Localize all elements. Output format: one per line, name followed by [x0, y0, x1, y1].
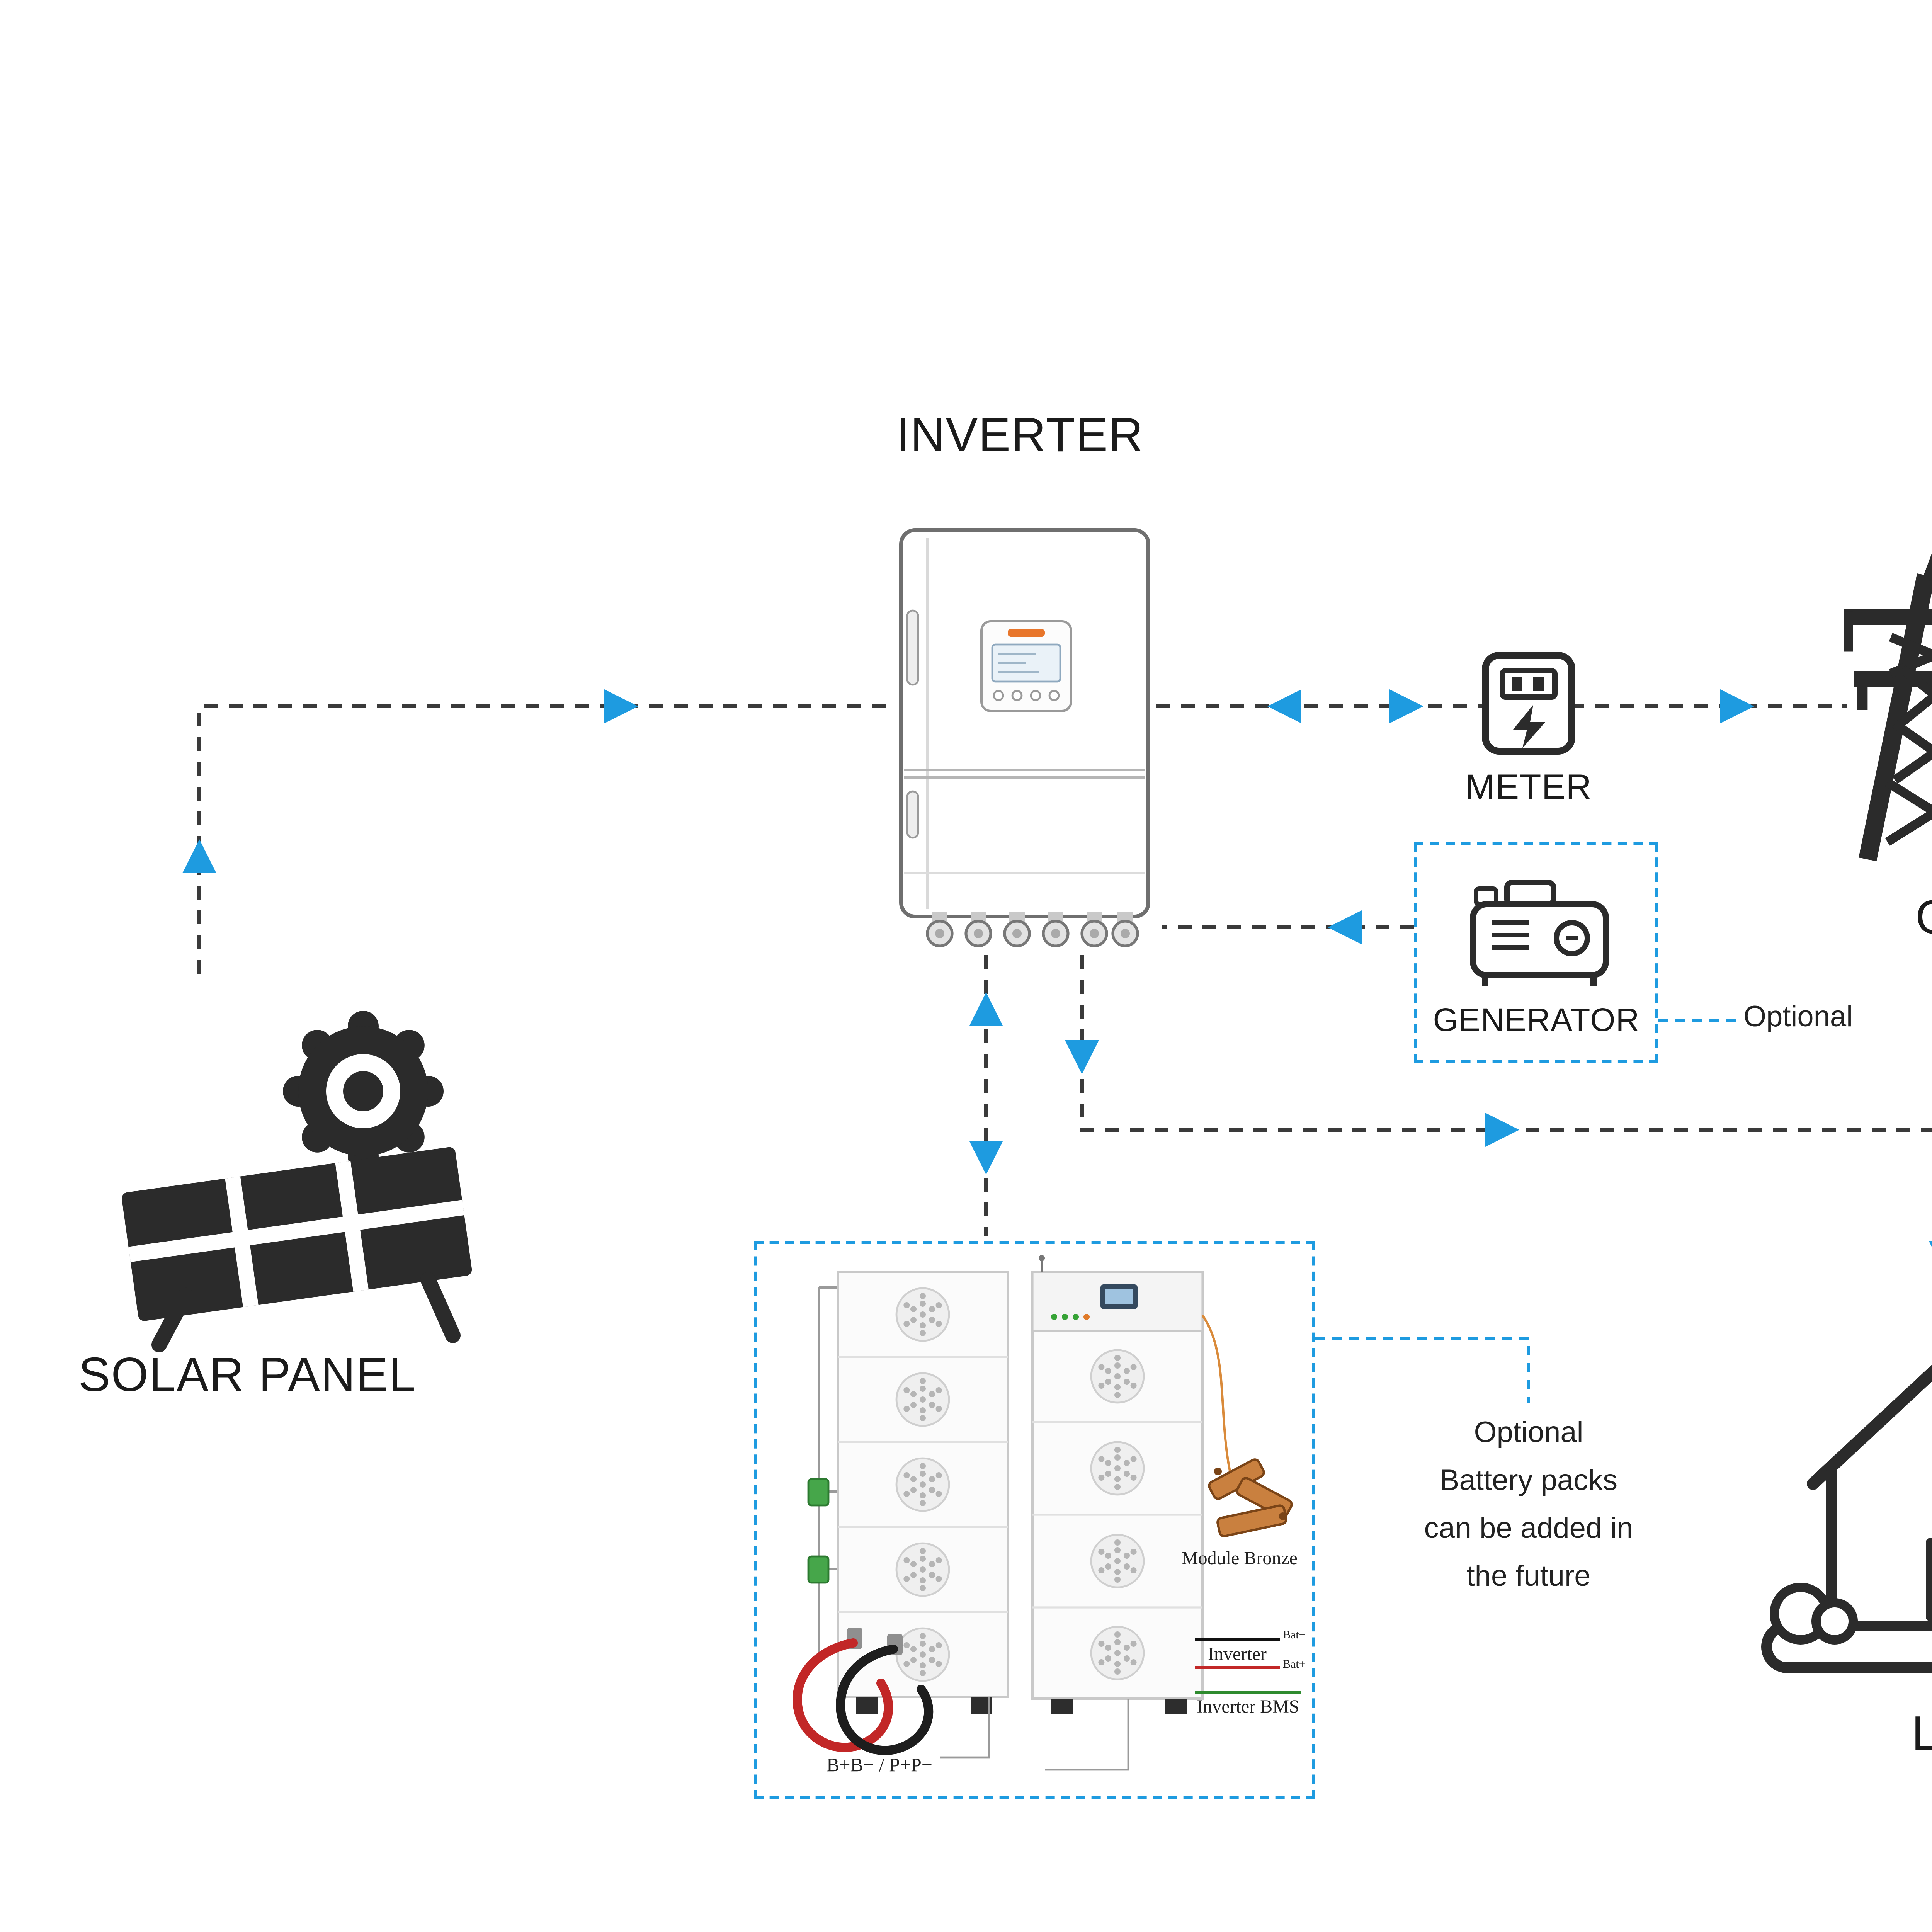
- legend-inverter-label: Inverter: [1208, 1643, 1267, 1665]
- arrowheads: [182, 689, 1932, 1247]
- house-load-icon: [1761, 1364, 1932, 1673]
- inverter-title: INVERTER: [896, 408, 1144, 462]
- inverter-display: [980, 620, 1072, 712]
- legend-bat-plus-label: Bat+: [1283, 1657, 1306, 1671]
- generator-optional-label: Optional: [1743, 1002, 1853, 1034]
- optional-connectors: [1315, 1019, 1737, 1403]
- note-line-2: Battery packs: [1439, 1465, 1618, 1498]
- generator-icon: [1470, 880, 1609, 986]
- generator-label: GENERATOR: [1433, 1003, 1640, 1039]
- cable-label: B+B− / P+P−: [827, 1754, 932, 1776]
- note-line-1: Optional: [1474, 1417, 1583, 1450]
- inverter-device-drawing: [899, 528, 1150, 947]
- sun-gear-icon: [283, 1011, 444, 1172]
- note-line-3: can be added in: [1424, 1513, 1633, 1546]
- battery-optional-box: Module Bronze Inverter Bat− Bat+ Inverte…: [754, 1241, 1315, 1799]
- solar-panel-icon: [122, 1011, 472, 1352]
- meter-label: METER: [1465, 767, 1592, 807]
- note-line-4: the future: [1466, 1561, 1591, 1594]
- legend-bat-minus-label: Bat−: [1283, 1628, 1306, 1641]
- legend-bms-label: Inverter BMS: [1197, 1696, 1299, 1717]
- module-bronze-label: Module Bronze: [1182, 1547, 1298, 1569]
- battery-stack-drawing: [793, 1255, 1301, 1771]
- load-label: LOAD: [1824, 1706, 1932, 1762]
- generator-optional-box: GENERATOR: [1414, 842, 1658, 1063]
- power-towers-icon: [1844, 544, 1932, 866]
- grid-label: GRID: [1822, 890, 1932, 946]
- battery-cables: [793, 1628, 934, 1755]
- battery-optional-note: Optional Battery packs can be added in t…: [1359, 1410, 1699, 1601]
- inverter-connectors: [926, 912, 1139, 947]
- energy-meter-icon: [1482, 652, 1575, 755]
- solar-panel-label: SOLAR PANEL: [78, 1348, 417, 1402]
